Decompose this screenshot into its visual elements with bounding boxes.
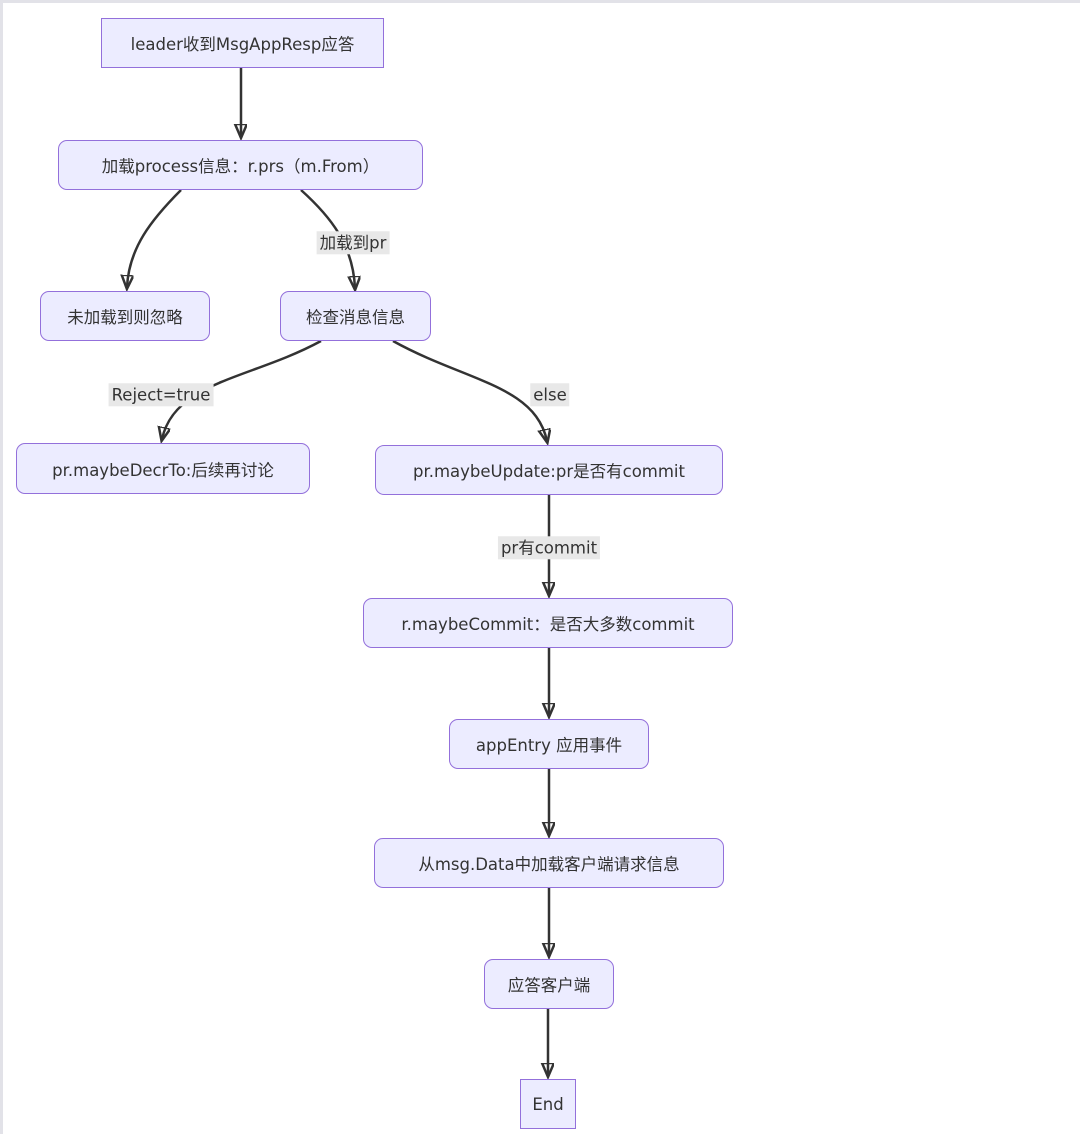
- node-E: pr.maybeDecrTo:后续再讨论: [16, 443, 310, 494]
- edge-label-B-D: 加载到pr: [316, 231, 390, 255]
- node-D: 检查消息信息: [280, 291, 431, 341]
- node-H: appEntry 应用事件: [449, 719, 649, 769]
- node-F: pr.maybeUpdate:pr是否有commit: [375, 445, 723, 495]
- node-I: 从msg.Data中加载客户端请求信息: [374, 838, 724, 888]
- node-B: 加载process信息：r.prs（m.From）: [58, 140, 423, 190]
- node-C: 未加载到则忽略: [40, 291, 210, 341]
- edge-D-E: [162, 339, 322, 439]
- node-G: r.maybeCommit：是否大多数commit: [363, 598, 733, 648]
- edge-label-F-G: pr有commit: [497, 536, 601, 560]
- edge-label-D-E: Reject=true: [108, 383, 214, 407]
- edge-B-C: [127, 189, 182, 287]
- edge-label-D-F: else: [530, 383, 570, 407]
- node-K: End: [520, 1079, 576, 1129]
- node-A: leader收到MsgAppResp应答: [101, 18, 384, 68]
- node-J: 应答客户端: [484, 959, 614, 1009]
- edge-D-F: [392, 339, 547, 441]
